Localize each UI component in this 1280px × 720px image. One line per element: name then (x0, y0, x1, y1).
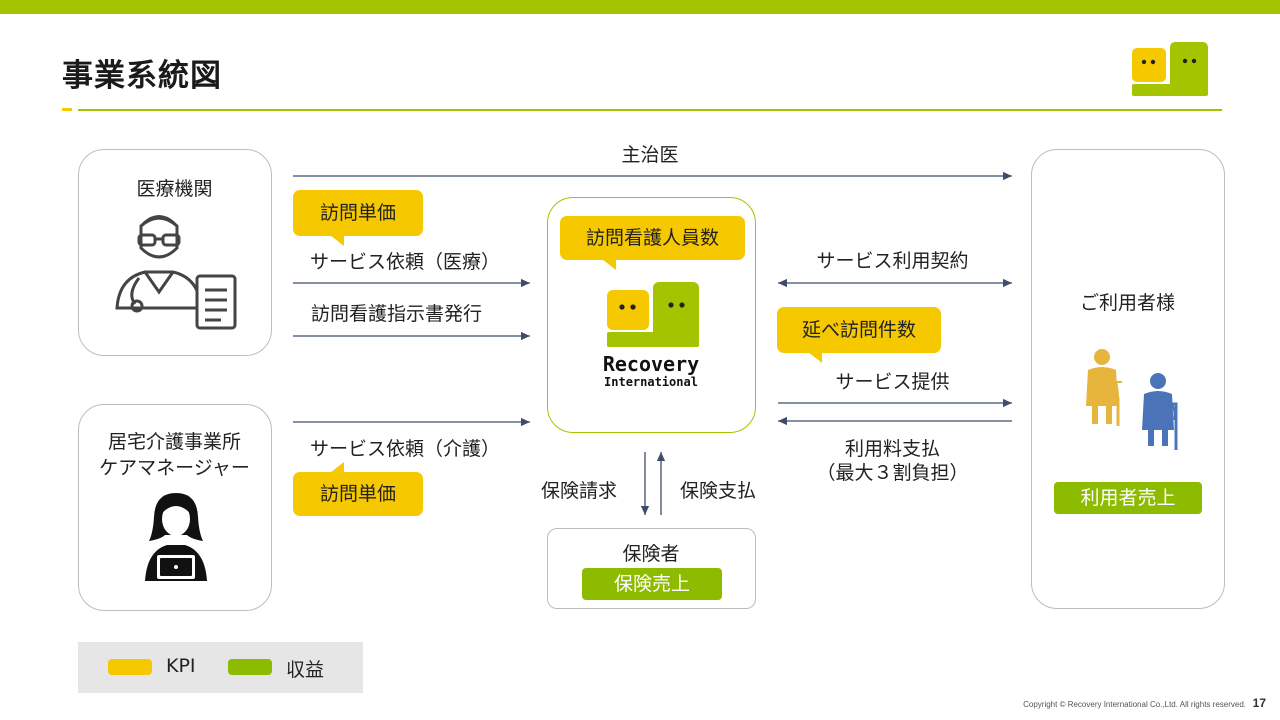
brand-name: Recovery (602, 352, 700, 376)
service-provision-label: サービス提供 (835, 371, 950, 393)
user-box: ご利用者様 利用者売上 (1031, 149, 1225, 609)
legend-revenue-label: 収益 (286, 659, 325, 681)
insurance-claim-label: 保険請求 (541, 480, 618, 502)
insurance-revenue-badge: 保険売上 (582, 568, 722, 600)
user-label: ご利用者様 (1079, 292, 1175, 314)
legend-kpi-label: KPI (166, 655, 196, 677)
contract-label: サービス利用契約 (816, 250, 969, 272)
kpi-callout-tail-bottom (330, 462, 344, 473)
medical-institution-label: 医療機関 (136, 178, 213, 200)
kpi-visit-price-top: 訪問単価 (293, 190, 423, 236)
elderly-users-icon (1086, 349, 1178, 450)
care-manager-icon (145, 493, 207, 581)
page-number: 17 (1252, 696, 1266, 710)
insurer-label: 保険者 (622, 543, 680, 565)
payment-share-label: （最大３割負担） (816, 462, 969, 484)
insurance-payment-label: 保険支払 (680, 480, 757, 502)
medical-institution-box: 医療機関 (78, 149, 272, 356)
legend-revenue-swatch (228, 659, 272, 675)
care-office-label: 居宅介護事業所 (107, 431, 241, 453)
recovery-international-box: 訪問看護人員数 Recovery International (547, 197, 756, 433)
doctor-icon (115, 215, 237, 330)
kpi-callout-tail-top (330, 235, 344, 246)
title-rule-accent (62, 108, 72, 111)
insurer-box: 保険者 保険売上 (547, 528, 756, 609)
request-care-label: サービス依頼（介護） (310, 438, 501, 460)
brand-logo-icon (1132, 42, 1208, 96)
title-rule (78, 109, 1222, 111)
request-medical-label: サービス依頼（医療） (310, 251, 501, 273)
kpi-visit-price-bottom: 訪問単価 (293, 472, 423, 516)
doctor-flow-label: 主治医 (621, 144, 679, 166)
kpi-total-visits: 延べ訪問件数 (777, 307, 941, 353)
kpi-callout-tail-visits (808, 352, 822, 363)
care-manager-label: ケアマネージャー (99, 457, 250, 479)
legend: KPI 収益 (78, 642, 363, 693)
kpi-staff-count: 訪問看護人員数 (560, 216, 745, 260)
brand-subname: International (604, 375, 698, 389)
recovery-logo-icon (607, 282, 699, 347)
page-title: 事業系統図 (62, 58, 222, 94)
legend-kpi-swatch (108, 659, 152, 675)
user-revenue-badge: 利用者売上 (1054, 482, 1202, 514)
top-accent-bar (0, 0, 1280, 14)
care-manager-box: 居宅介護事業所 ケアマネージャー (78, 404, 272, 611)
copyright: Copyright © Recovery International Co.,L… (1023, 700, 1246, 709)
payment-label: 利用料支払 (844, 438, 940, 460)
instruction-label: 訪問看護指示書発行 (311, 303, 483, 325)
kpi-callout-tail (602, 259, 616, 270)
